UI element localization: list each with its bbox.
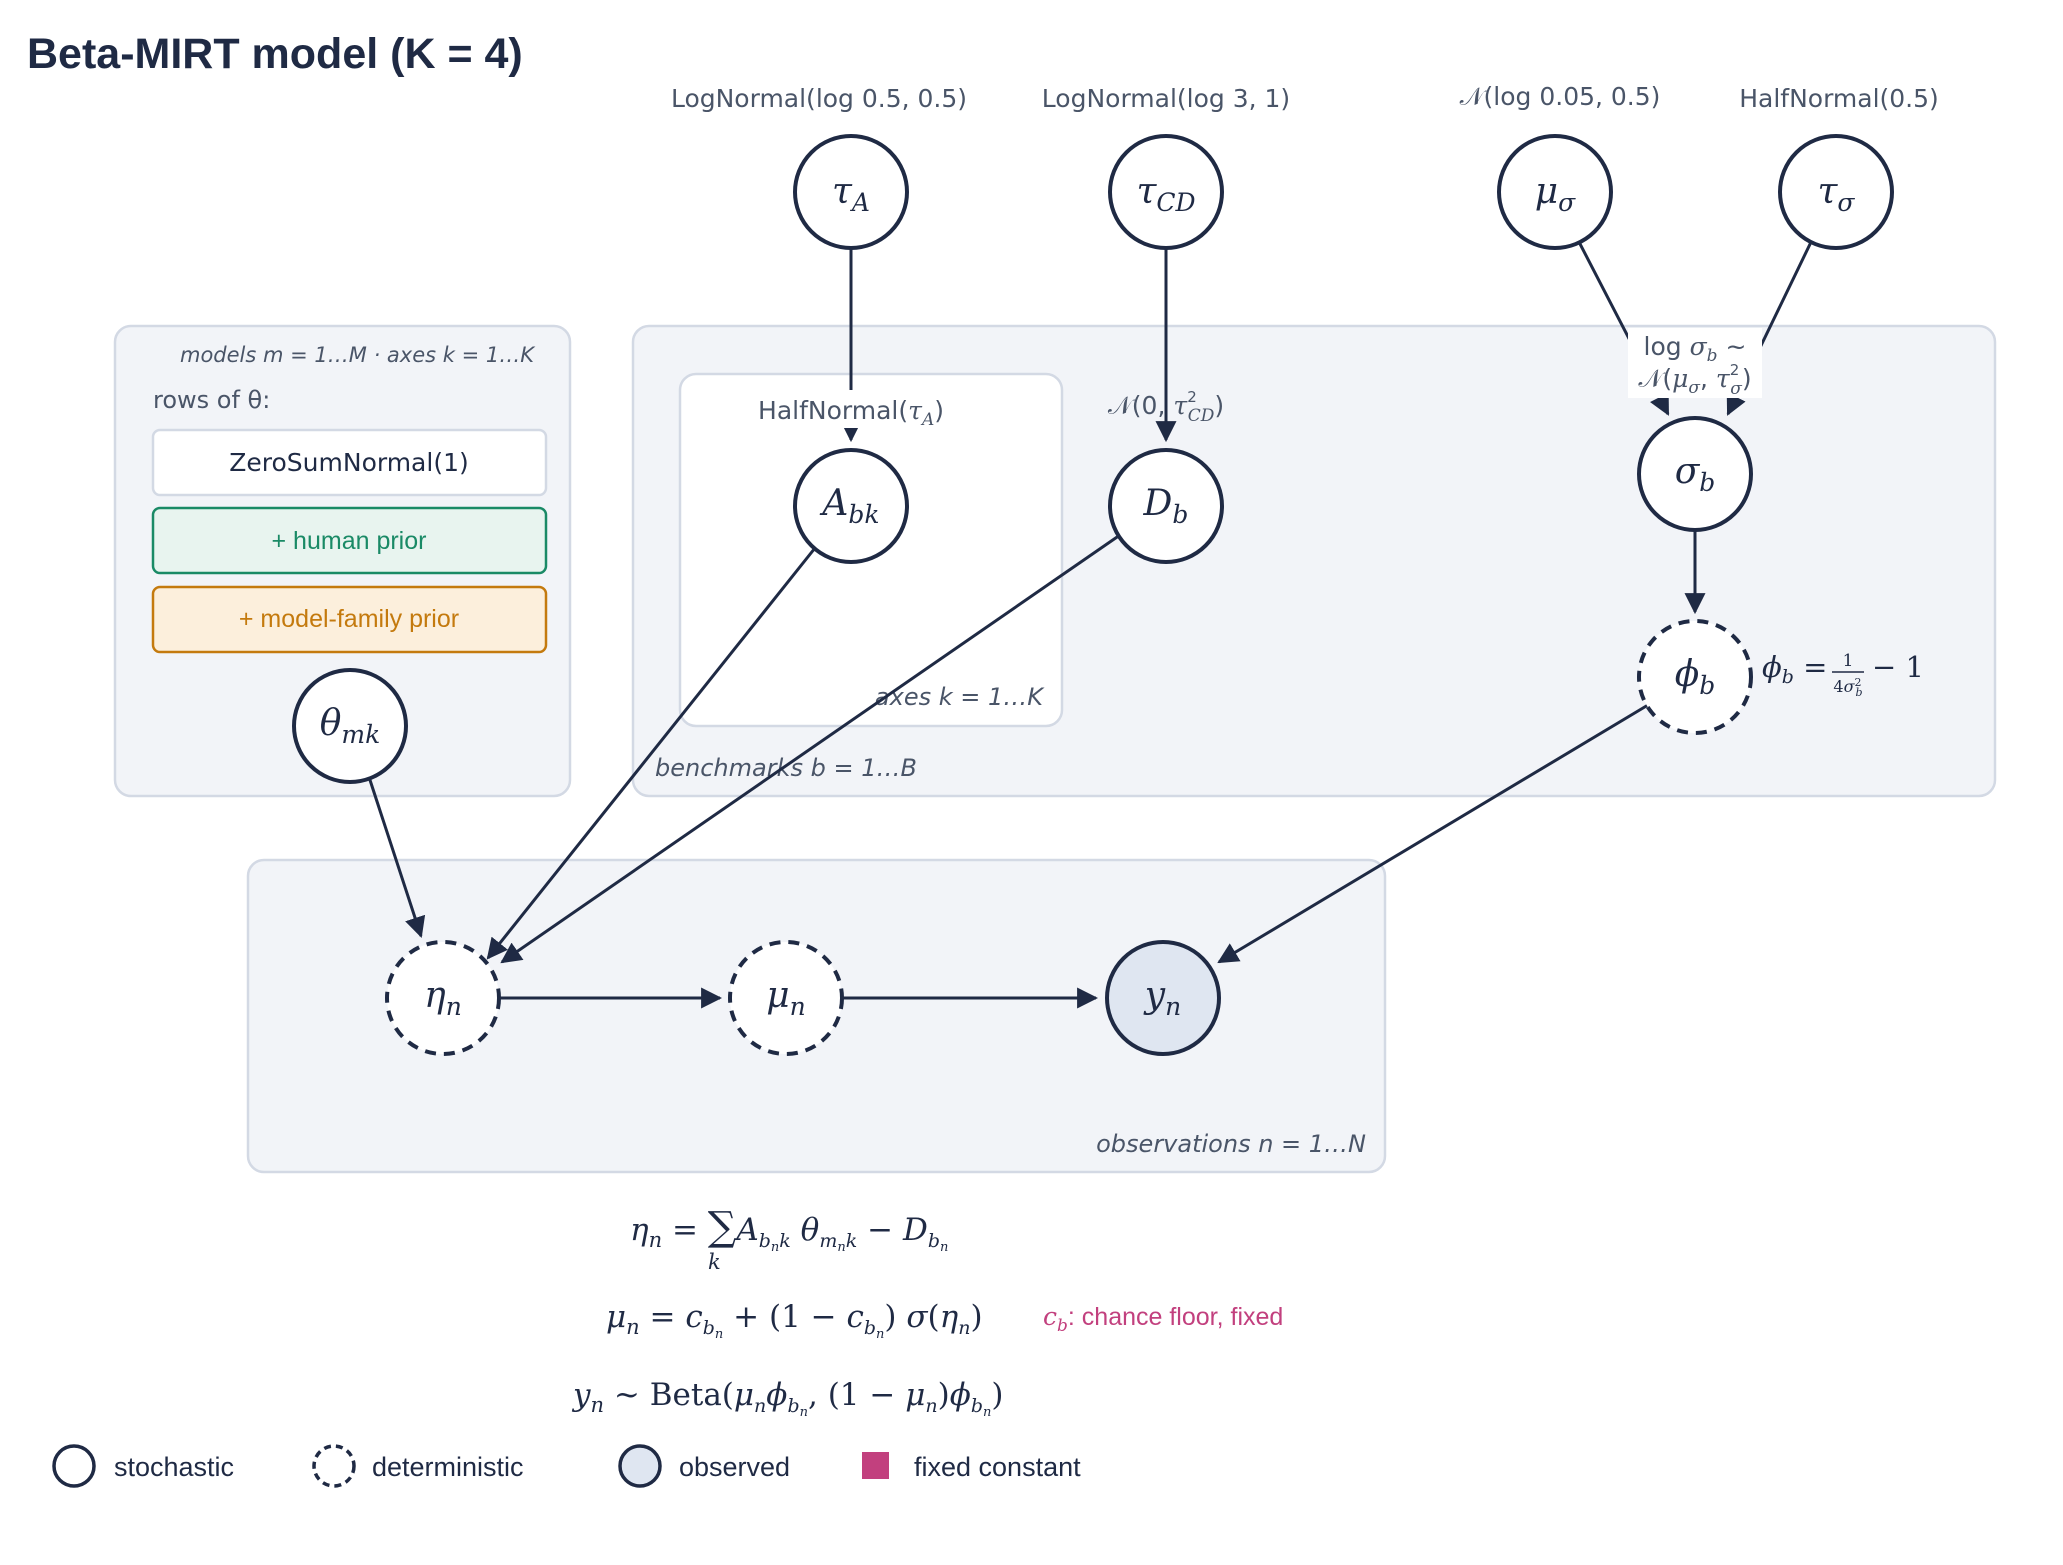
svg-text:Abk: Abk bbox=[819, 483, 879, 529]
tau-a-hyperprior: LogNormal(log 0.5, 0.5) bbox=[671, 84, 967, 113]
human-prior-box bbox=[151, 506, 548, 575]
legend-stochastic-swatch bbox=[52, 1444, 96, 1488]
sigma-prior-bg bbox=[1628, 328, 1762, 398]
tau-sigma-node: τσ bbox=[1778, 134, 1894, 250]
sigma-node: σb bbox=[1637, 416, 1753, 532]
svg-text:μn: μn bbox=[766, 975, 806, 1021]
zero-sum-normal-box bbox=[151, 428, 548, 497]
tau-a-node: τA bbox=[793, 134, 909, 250]
svg-text:θmk: θmk bbox=[320, 703, 381, 749]
y-node: yn bbox=[1105, 940, 1221, 1056]
eta-equation: ηn = ∑Abnk θmnk − Dbn bbox=[630, 1204, 948, 1255]
tau-cd-hyperprior: LogNormal(log 3, 1) bbox=[1042, 84, 1290, 113]
theta-node: θmk bbox=[292, 668, 408, 784]
mu-sigma-hyperprior: 𝒩(log 0.05, 0.5) bbox=[1460, 82, 1661, 111]
observations-plate-label: observations n = 1…N bbox=[1096, 1130, 1366, 1158]
eta-node: ηn bbox=[385, 940, 501, 1056]
legend-observed-label: observed bbox=[679, 1452, 790, 1482]
legend-fixed-constant-label: fixed constant bbox=[914, 1452, 1081, 1482]
a-node: Abk bbox=[793, 448, 909, 564]
mu-equation: μn = cbn + (1 − cbn) σ(ηn) bbox=[606, 1299, 983, 1342]
mu-sigma-node: μσ bbox=[1497, 134, 1613, 250]
legend-deterministic-label: deterministic bbox=[372, 1452, 524, 1482]
theta-rows-label: rows of θ: bbox=[153, 386, 270, 414]
legend-stochastic-label: stochastic bbox=[114, 1452, 234, 1482]
axes-plate-label: axes k = 1…K bbox=[875, 683, 1045, 711]
edge-phi-to-y bbox=[1217, 703, 1649, 964]
legend-deterministic-swatch bbox=[312, 1444, 356, 1488]
eta-sum-index: k bbox=[708, 1250, 721, 1274]
tau-sigma-hyperprior: HalfNormal(0.5) bbox=[1739, 84, 1939, 113]
mu-node: μn bbox=[728, 940, 844, 1056]
zero-sum-normal-text: ZeroSumNormal(1) bbox=[229, 448, 468, 477]
svg-text:μσ: μσ bbox=[1535, 171, 1576, 217]
phi-definition: ϕb = bbox=[1762, 650, 1827, 688]
model-family-prior-text: + model-family prior bbox=[239, 605, 459, 633]
sigma-prior-line1: log σb ~ bbox=[1644, 332, 1747, 366]
y-equation: yn ~ Beta(μnϕbn, (1 − μn)ϕbn) bbox=[571, 1377, 1004, 1420]
svg-text:τσ: τσ bbox=[1818, 171, 1856, 217]
svg-text:ϕb: ϕb bbox=[1675, 654, 1716, 700]
edge-d-to-eta bbox=[500, 533, 1121, 964]
a-prior-label: HalfNormal(τA) bbox=[758, 396, 944, 430]
benchmarks-plate-label: benchmarks b = 1…B bbox=[655, 754, 917, 782]
svg-text:yn: yn bbox=[1143, 975, 1181, 1021]
phi-node: ϕb bbox=[1637, 619, 1753, 735]
model-family-prior-box bbox=[151, 585, 548, 654]
svg-text:ηn: ηn bbox=[424, 975, 462, 1021]
a-prior-bg bbox=[748, 390, 954, 428]
legend-observed-swatch bbox=[618, 1444, 662, 1488]
edge-a-to-eta bbox=[486, 547, 817, 960]
phi-minus-one: − 1 bbox=[1872, 650, 1924, 684]
svg-text:Db: Db bbox=[1143, 483, 1189, 529]
svg-text:σb: σb bbox=[1675, 451, 1716, 497]
models-plate-label: models m = 1…M · axes k = 1…K bbox=[180, 343, 536, 367]
phi-fraction-num: 1 bbox=[1843, 651, 1854, 671]
human-prior-text: + human prior bbox=[272, 527, 427, 555]
d-node: Db bbox=[1108, 448, 1224, 564]
diagram-title: Beta-MIRT model (K = 4) bbox=[27, 30, 523, 78]
svg-text:τCD: τCD bbox=[1136, 171, 1195, 217]
svg-text:τA: τA bbox=[832, 171, 870, 217]
edge-theta-to-eta bbox=[367, 776, 426, 938]
chance-floor-note: cb: chance floor, fixed bbox=[1043, 1302, 1283, 1336]
legend: stochastic deterministic observed fixed … bbox=[52, 1444, 1081, 1488]
tau-cd-node: τCD bbox=[1108, 134, 1224, 250]
legend-fixed-constant-swatch bbox=[862, 1452, 889, 1479]
